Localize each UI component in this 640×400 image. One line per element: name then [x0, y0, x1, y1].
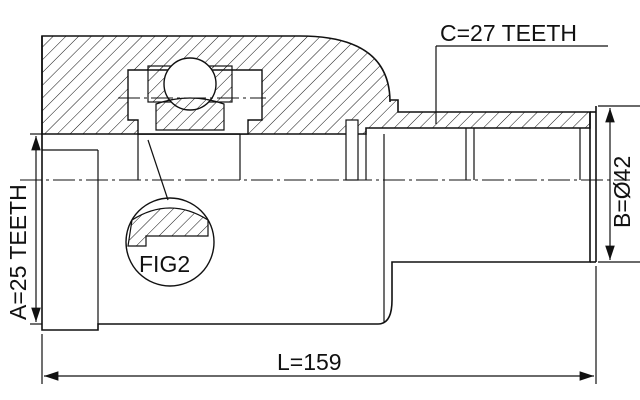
- spline-outer-label: C=27 TEETH: [440, 20, 577, 46]
- detail-hatch: [127, 207, 209, 247]
- ball-lower: [155, 97, 225, 131]
- diameter-label: B=Ø42: [609, 156, 635, 228]
- spline-inner-label: A=25 TEETH: [5, 184, 31, 320]
- length-label: L=159: [277, 349, 342, 375]
- housing-outline: [41, 36, 591, 331]
- shaft-collar: [345, 119, 359, 181]
- housing-section: [41, 35, 591, 135]
- detail-label: FIG2: [139, 251, 190, 277]
- detail-leader: [147, 139, 169, 201]
